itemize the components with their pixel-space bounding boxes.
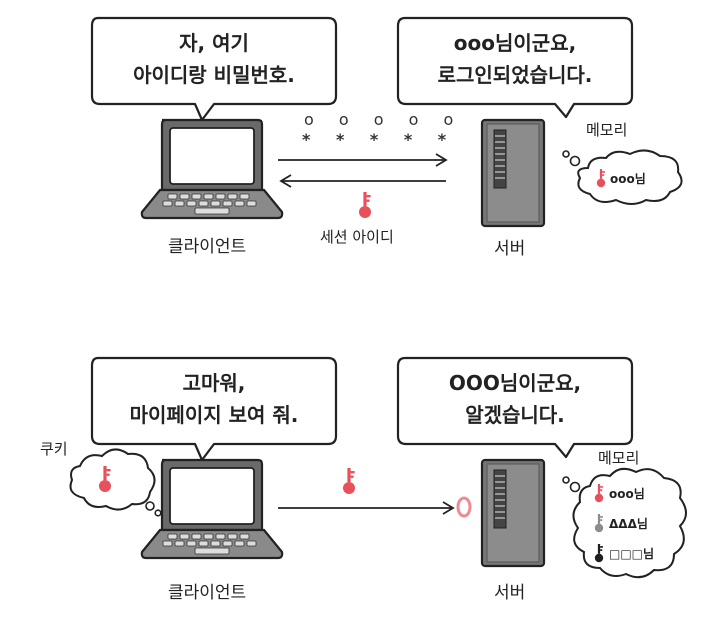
session-id-key-icon	[359, 192, 371, 218]
client-speech-bubble-top	[90, 16, 338, 122]
server-bubble-text-top: ooo님이군요, 로그인되었습니다.	[398, 27, 632, 91]
memory-cloud-top	[562, 149, 683, 205]
response-arrow-top	[279, 174, 446, 188]
memory-entry-2: ΔΔΔ님	[609, 517, 648, 531]
server-speech-bubble-top	[396, 16, 634, 119]
match-circle-icon	[456, 496, 472, 518]
laptop-icon	[140, 458, 284, 560]
server-icon	[480, 118, 546, 228]
server-label-bottom: 서버	[494, 583, 526, 603]
client-bubble-line-2: 마이페이지 보여 줘.	[129, 403, 299, 427]
server-icon	[480, 458, 546, 568]
client-bubble-line-1: 고마워,	[182, 371, 246, 395]
cookie-cloud	[69, 448, 162, 517]
server-bubble-text-bottom: OOO님이군요, 알겠습니다.	[398, 367, 632, 431]
laptop-icon	[140, 118, 284, 220]
memory-entry-1: ooo님	[609, 487, 645, 501]
request-arrow-top	[278, 153, 448, 167]
client-label-bottom: 클라이언트	[168, 583, 247, 603]
password-dots: o o o o o	[304, 110, 464, 129]
server-bubble-line-1: OOO님이군요,	[448, 371, 582, 395]
client-bubble-line-1: 자, 여기	[179, 31, 249, 55]
memory-label-bottom: 메모리	[598, 449, 640, 467]
password-stars: * * * * *	[302, 130, 457, 149]
memory-entry-top: ooo님	[610, 172, 646, 186]
server-label-top: 서버	[494, 239, 526, 259]
memory-label-top: 메모리	[586, 121, 628, 139]
request-arrow-bottom	[278, 501, 455, 515]
cookie-label: 쿠키	[40, 440, 68, 458]
server-speech-bubble-bottom	[396, 356, 634, 459]
client-bubble-text-bottom: 고마워, 마이페이지 보여 줘.	[92, 367, 336, 431]
sent-key-icon	[343, 468, 355, 494]
client-bubble-line-2: 아이디랑 비밀번호.	[133, 63, 295, 87]
server-bubble-line-1: ooo님이군요,	[453, 31, 577, 55]
server-bubble-line-2: 로그인되었습니다.	[437, 63, 593, 87]
server-bubble-line-2: 알겠습니다.	[465, 403, 565, 427]
client-label-top: 클라이언트	[168, 237, 247, 257]
client-bubble-text-top: 자, 여기 아이디랑 비밀번호.	[92, 27, 336, 91]
memory-entry-3: □□□님	[609, 547, 655, 561]
session-id-label: 세션 아이디	[320, 228, 394, 246]
client-speech-bubble-bottom	[90, 356, 338, 462]
